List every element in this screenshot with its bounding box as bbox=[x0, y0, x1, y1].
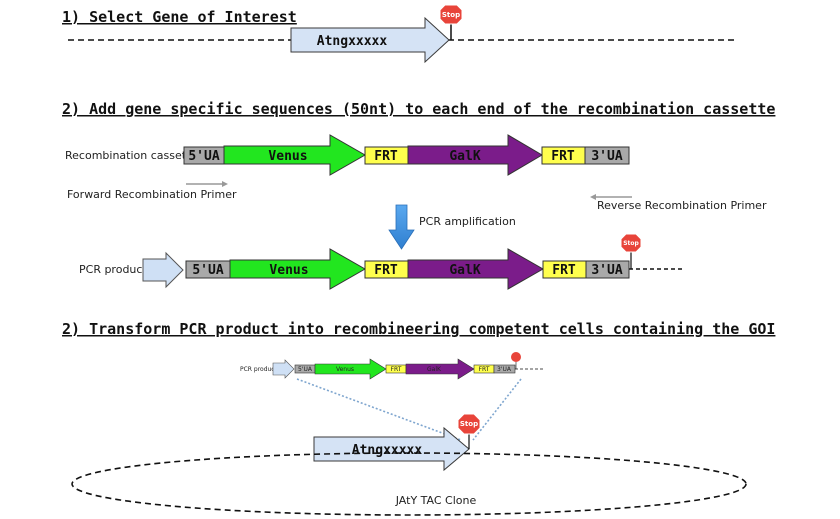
pcr-frt-label-2: FRT bbox=[552, 263, 576, 278]
venus-label: Venus bbox=[268, 149, 307, 164]
recombination-cassette: 5'UA Venus FRT GalK FRT 3'UA bbox=[183, 134, 630, 176]
stop-label: Stop bbox=[442, 11, 460, 19]
recombination-line-left bbox=[296, 378, 462, 441]
pcr-frt-label: FRT bbox=[374, 263, 398, 278]
mini-galk-label: GalK bbox=[427, 366, 442, 373]
utr5-label: 5'UA bbox=[188, 149, 219, 164]
pcr-utr5-label: 5'UA bbox=[192, 263, 223, 278]
pcr-product-pointer-arrow bbox=[142, 251, 184, 289]
target-gene-arrow: Atngxxxxx bbox=[313, 426, 470, 472]
tac-clone-ellipse bbox=[71, 452, 747, 516]
forward-primer-arrow bbox=[186, 181, 228, 187]
pcr-stop-label: Stop bbox=[623, 240, 639, 247]
pcr-amplification-label: PCR amplification bbox=[419, 215, 516, 228]
target-stop-label: Stop bbox=[460, 420, 478, 428]
reverse-primer-label: Reverse Recombination Primer bbox=[597, 199, 767, 212]
step3-heading: 2) Transform PCR product into recombinee… bbox=[62, 320, 775, 338]
stop-sign: Stop bbox=[439, 4, 463, 40]
pcr-product: 5'UA Venus FRT GalK FRT 3'UA bbox=[185, 248, 683, 290]
mini-utr3-label: 3'UA bbox=[497, 366, 512, 373]
target-gene-label: Atngxxxxx bbox=[352, 443, 423, 458]
pcr-venus-label: Venus bbox=[269, 263, 308, 278]
pcr-down-arrow bbox=[388, 204, 415, 250]
pcr-galk-label: GalK bbox=[449, 263, 480, 278]
mini-venus-label: Venus bbox=[336, 366, 354, 373]
utr3-label: 3'UA bbox=[591, 149, 622, 164]
recombination-line-right bbox=[472, 378, 522, 441]
forward-primer-label: Forward Recombination Primer bbox=[67, 188, 237, 201]
mini-pcr-product-label: PCR product bbox=[240, 366, 278, 373]
pcr-utr3-label: 3'UA bbox=[591, 263, 622, 278]
pcr-stop-sign: Stop bbox=[620, 233, 642, 269]
mini-utr5-label: 5'UA bbox=[298, 366, 313, 373]
gene-label: Atngxxxxx bbox=[317, 34, 388, 49]
mini-frt-label-2: FRT bbox=[479, 366, 490, 373]
frt-label: FRT bbox=[374, 149, 398, 164]
pcr-product-label: PCR product bbox=[79, 263, 147, 276]
mini-pcr-product: 5'UA Venus FRT GalK FRT 3'UA bbox=[272, 352, 545, 380]
mini-stop-icon bbox=[511, 352, 521, 362]
step2-heading: 2) Add gene specific sequences (50nt) to… bbox=[62, 100, 775, 118]
mini-frt-label: FRT bbox=[391, 366, 402, 373]
frt-label-2: FRT bbox=[551, 149, 575, 164]
galk-label: GalK bbox=[449, 149, 480, 164]
gene-arrow: Atngxxxxx bbox=[290, 16, 450, 64]
step1-heading: 1) Select Gene of Interest bbox=[62, 8, 297, 26]
reverse-primer-arrow bbox=[590, 194, 632, 200]
tac-clone-label: JAtY TAC Clone bbox=[395, 494, 477, 507]
target-stop-sign: Stop bbox=[457, 413, 481, 449]
recombination-cassette-label: Recombination cassette bbox=[65, 149, 197, 162]
